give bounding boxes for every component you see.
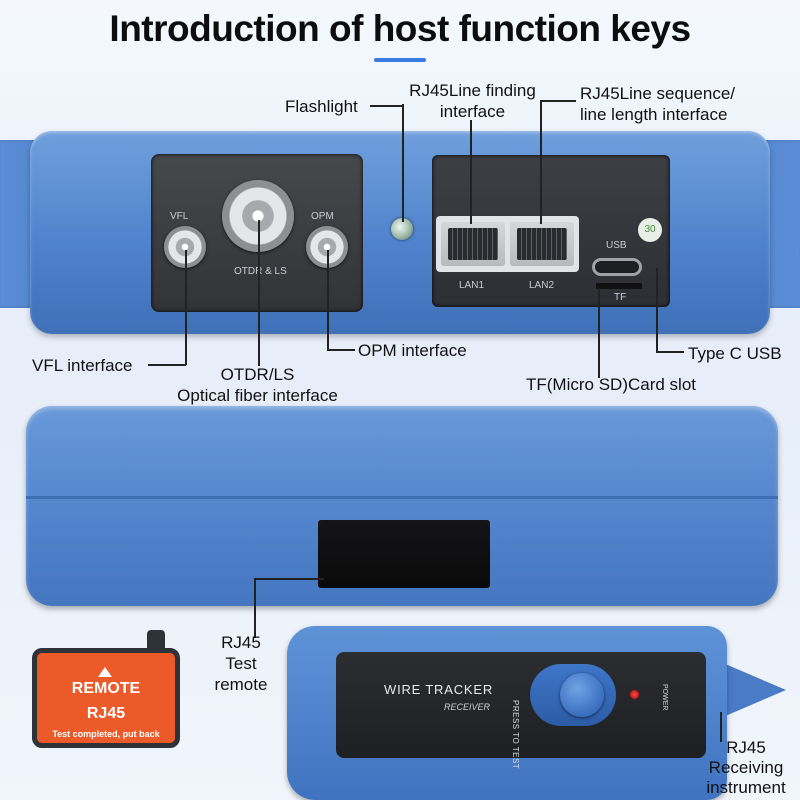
receiver-brand: WIRE TRACKER	[384, 682, 494, 697]
lan1-port[interactable]	[441, 222, 505, 266]
remote-callout-line-h	[254, 578, 324, 580]
rj45-line-finding-line1: RJ45Line finding	[409, 81, 536, 100]
receiver-sub: RECEIVER	[444, 702, 491, 712]
remote-callout-line	[254, 578, 256, 638]
otdr-ls-line2: Optical fiber interface	[177, 386, 338, 405]
lan2-port[interactable]	[510, 222, 574, 266]
up-arrow-icon	[98, 667, 112, 677]
vfl-interface-label: VFL interface	[32, 356, 133, 375]
power-text: POWER	[661, 684, 668, 711]
type-c-usb-label: Type C USB	[688, 344, 782, 363]
otdr-ls-line1: OTDR/LS	[220, 365, 295, 384]
power-led-icon	[630, 690, 639, 699]
rj45-sequence-callout-line	[540, 100, 542, 224]
rj45-test-remote-label: RJ45 Test remote	[196, 632, 286, 695]
rj45-test-remote	[32, 648, 180, 748]
sticker-badge: 30	[638, 218, 662, 242]
tf-card-slot-label: TF(Micro SD)Card slot	[526, 375, 697, 394]
page-title: Introduction of host function keys	[109, 8, 691, 49]
flashlight-lens	[391, 218, 413, 240]
opm-callout-line-h	[327, 349, 355, 351]
remote-title: REMOTE	[71, 680, 141, 697]
otdr-port-label: OTDR & LS	[234, 266, 287, 277]
vfl-callout-line-h	[148, 364, 186, 366]
vfl-port-label: VFL	[170, 211, 189, 222]
press-to-test-button[interactable]	[560, 673, 604, 717]
tf-card-slot[interactable]	[596, 283, 642, 289]
rj45-receiving-instrument-label: RJ45 Receiving instrument	[692, 738, 800, 798]
receiver-label-line3: instrument	[706, 778, 786, 797]
rj45-line-finding-line2: interface	[439, 102, 506, 121]
tf-label: TF	[614, 292, 627, 303]
otdr-ls-label: OTDR/LS Optical fiber interface	[150, 364, 365, 406]
type-c-port[interactable]	[592, 258, 642, 276]
receiver-label-line1: RJ45	[726, 738, 766, 757]
opm-port-label: OPM	[311, 211, 334, 222]
receiver-face-panel	[336, 652, 706, 758]
remote-dock-slot	[318, 520, 490, 588]
usb-callout-line	[656, 268, 658, 352]
remote-label-line1: RJ45	[221, 633, 261, 652]
remote-subtitle: RJ45	[86, 705, 126, 722]
remote-label-line2: Test	[225, 654, 257, 673]
rj45-line-sequence-line2: line length interface	[580, 105, 728, 124]
usb-callout-line-h	[656, 351, 684, 353]
receiver-callout-line	[720, 712, 722, 742]
rj45-line-sequence-label: RJ45Line sequence/ line length interface	[580, 83, 735, 125]
rj45-line-finding-label: RJ45Line finding interface	[390, 80, 555, 122]
remote-clip	[147, 630, 165, 652]
lan2-label: LAN2	[529, 280, 555, 291]
flashlight-callout-line	[402, 104, 404, 222]
opm-interface-label: OPM interface	[358, 341, 467, 360]
side-seam	[26, 496, 778, 499]
rj45-finding-callout-line	[470, 120, 472, 224]
usb-label: USB	[606, 240, 627, 251]
rj45-line-sequence-line1: RJ45Line sequence/	[580, 84, 736, 103]
press-to-test-text: PRESS TO TEST	[511, 700, 520, 770]
remote-instruction: Test completed, put back	[52, 729, 160, 739]
flashlight-label: Flashlight	[285, 97, 358, 116]
vfl-callout-line	[185, 250, 187, 365]
receiver-label-line2: Receiving	[708, 758, 784, 777]
otdr-callout-line	[258, 220, 260, 366]
tf-callout-line	[598, 288, 600, 378]
remote-label-line3: remote	[214, 675, 268, 694]
receiver-probe-tip	[716, 660, 786, 720]
title-underline	[374, 58, 426, 62]
lan1-label: LAN1	[459, 280, 485, 291]
opm-callout-line	[327, 250, 329, 350]
flashlight-callout-line-h	[370, 105, 402, 107]
rj45-sequence-callout-line-h	[540, 100, 576, 102]
